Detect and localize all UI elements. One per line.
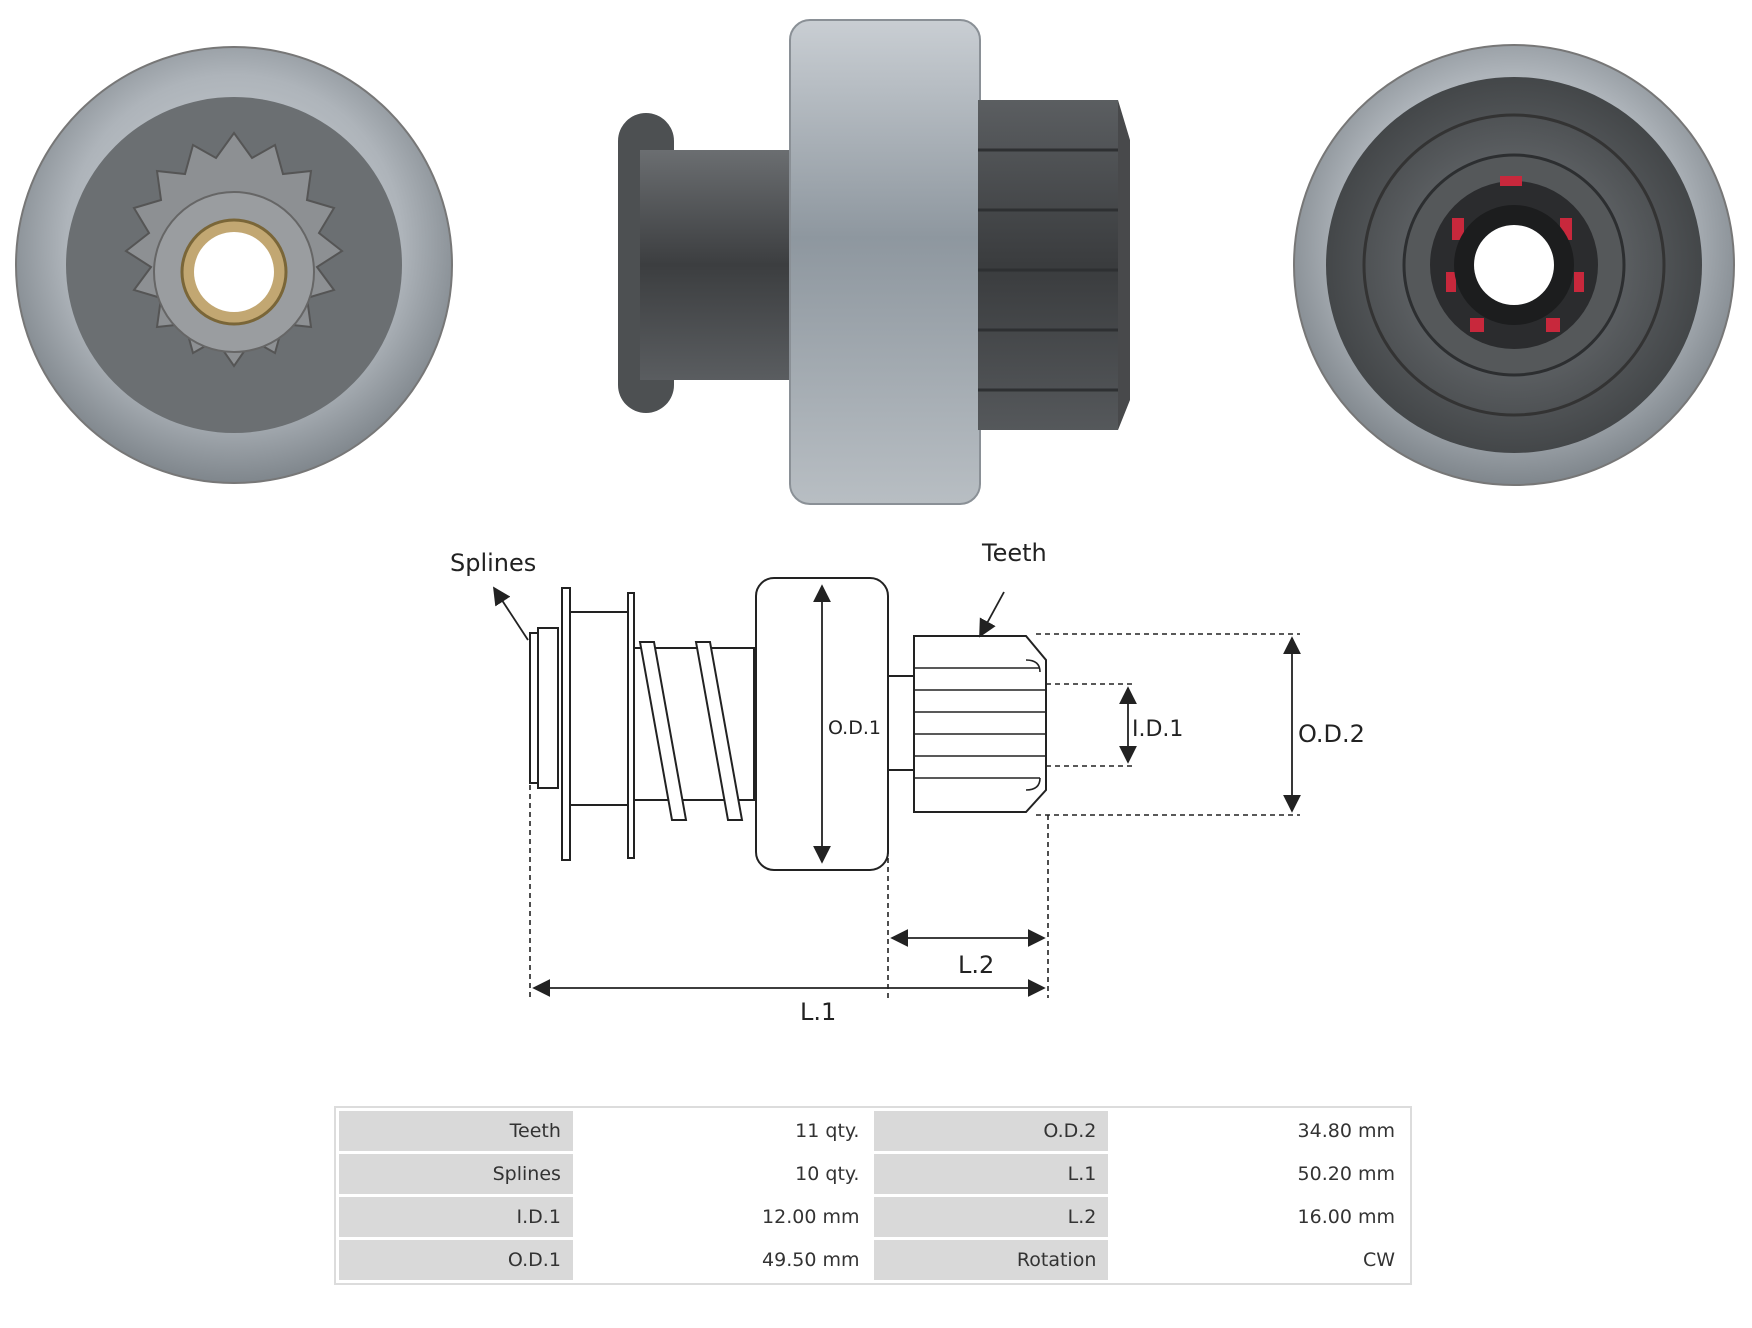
spec-value: 34.80 mm xyxy=(1111,1111,1407,1151)
drive-outline xyxy=(529,577,1047,871)
label-id1: I.D.1 xyxy=(1132,717,1183,742)
photo-rear-view xyxy=(1293,44,1735,486)
product-photos xyxy=(15,19,1735,505)
photo-front-view xyxy=(15,46,453,484)
pinion-teeth-lines xyxy=(914,659,1046,791)
label-splines: Splines xyxy=(450,549,536,577)
spec-value: 10 qty. xyxy=(575,1154,872,1194)
spec-value: 50.20 mm xyxy=(1111,1154,1407,1194)
dimension-lines xyxy=(493,584,1301,997)
technical-drawing: Splines Teeth O.D.1 I.D.1 O.D.2 L.2 L.1 xyxy=(450,539,1365,1026)
spec-key: L.1 xyxy=(874,1154,1109,1194)
spec-key: L.2 xyxy=(874,1197,1109,1237)
spec-value: 49.50 mm xyxy=(575,1240,872,1280)
photo-side-view xyxy=(618,19,1130,505)
spec-table: Teeth 11 qty. O.D.2 34.80 mm Splines 10 … xyxy=(334,1106,1412,1285)
extension-lines xyxy=(529,633,1300,998)
spec-value: 12.00 mm xyxy=(575,1197,872,1237)
spec-key: Rotation xyxy=(874,1240,1109,1280)
spec-key: O.D.1 xyxy=(339,1240,573,1280)
spec-key: Teeth xyxy=(339,1111,573,1151)
spec-key: O.D.2 xyxy=(874,1111,1109,1151)
label-teeth: Teeth xyxy=(981,539,1047,567)
spec-value: 16.00 mm xyxy=(1111,1197,1407,1237)
table-row: I.D.1 12.00 mm L.2 16.00 mm xyxy=(339,1197,1407,1237)
label-od2: O.D.2 xyxy=(1298,720,1365,748)
label-l1: L.1 xyxy=(800,998,836,1026)
spec-key: Splines xyxy=(339,1154,573,1194)
table-row: Teeth 11 qty. O.D.2 34.80 mm xyxy=(339,1111,1407,1151)
label-od1: O.D.1 xyxy=(828,717,881,739)
label-l2: L.2 xyxy=(958,951,994,979)
spec-value: 11 qty. xyxy=(575,1111,872,1151)
spec-value: CW xyxy=(1111,1240,1407,1280)
spec-key: I.D.1 xyxy=(339,1197,573,1237)
table-row: Splines 10 qty. L.1 50.20 mm xyxy=(339,1154,1407,1194)
table-row: O.D.1 49.50 mm Rotation CW xyxy=(339,1240,1407,1280)
